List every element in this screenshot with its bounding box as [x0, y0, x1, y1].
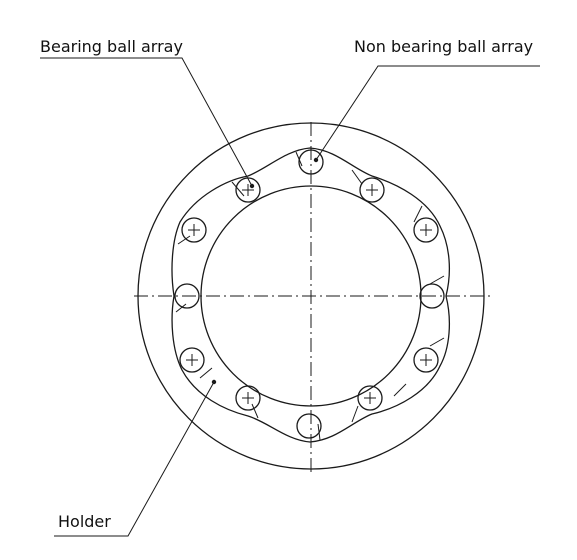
non-bearing-leader-line: [315, 65, 540, 161]
non-bearing-ball-array-label: Non bearing ball array: [354, 37, 533, 56]
ball: [179, 347, 205, 373]
holder-label: Holder: [58, 512, 111, 531]
ball: [235, 385, 261, 411]
holder-leader-line: [54, 381, 215, 537]
ball: [419, 283, 445, 309]
pocket-divider: [429, 337, 445, 347]
pocket-divider: [199, 367, 213, 379]
ball: [235, 177, 261, 203]
pocket-divider: [429, 275, 445, 285]
ball: [357, 385, 383, 411]
ball: [413, 347, 439, 373]
pocket-divider: [177, 235, 191, 245]
pocket-divider: [251, 403, 259, 419]
ball: [413, 217, 439, 243]
ball: [174, 283, 200, 309]
ball: [296, 413, 322, 439]
ball: [298, 149, 324, 175]
pocket-divider: [393, 383, 407, 397]
pocket-divider: [413, 205, 423, 223]
bearing-leader-line: [40, 57, 253, 187]
pocket-divider: [351, 405, 359, 423]
ball: [359, 177, 385, 203]
pocket-divider: [231, 181, 245, 197]
pocket-divider: [175, 303, 187, 313]
ball: [181, 217, 207, 243]
pocket-divider: [351, 169, 363, 185]
bearing-ball-array-label: Bearing ball array: [40, 37, 183, 56]
